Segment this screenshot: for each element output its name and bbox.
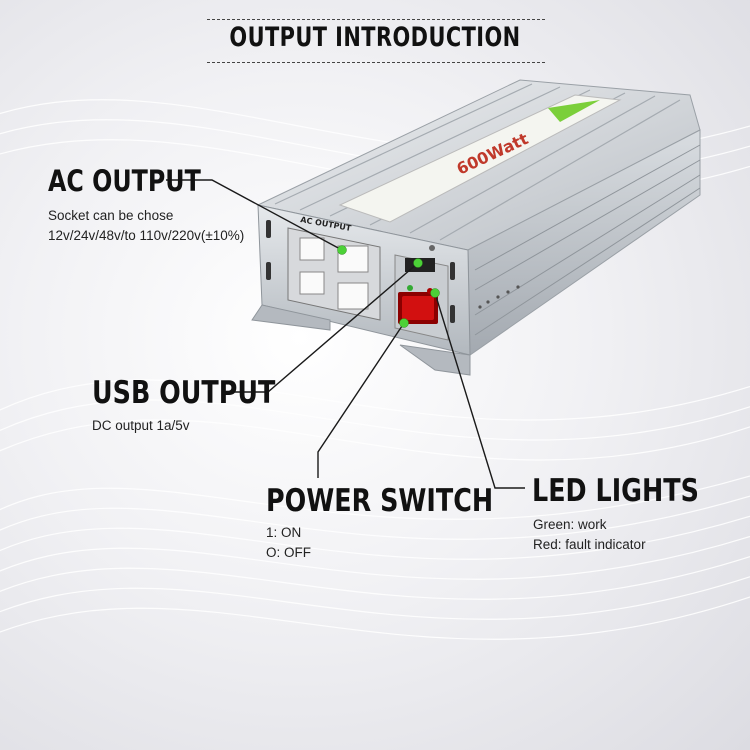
led-lights-title: LED LIGHTS bbox=[532, 473, 699, 509]
ac-output-desc-2: 12v/24v/48v/to 110v/220v(±10%) bbox=[48, 228, 245, 243]
header-divider-bottom bbox=[207, 62, 545, 63]
ac-output-title: AC OUTPUT bbox=[48, 164, 201, 198]
power-switch-desc-2: O: OFF bbox=[266, 545, 311, 560]
page-title: OUTPUT INTRODUCTION bbox=[229, 22, 521, 53]
usb-output-title: USB OUTPUT bbox=[92, 375, 276, 411]
usb-output-desc: DC output 1a/5v bbox=[92, 418, 190, 433]
led-lights-desc-1: Green: work bbox=[533, 517, 607, 532]
power-switch-title: POWER SWITCH bbox=[266, 483, 494, 519]
led-lights-desc-2: Red: fault indicator bbox=[533, 537, 646, 552]
led-green bbox=[407, 285, 413, 291]
inverter-label-sticker bbox=[338, 94, 622, 223]
ac-output-desc-1: Socket can be chose bbox=[48, 208, 174, 223]
led-red bbox=[427, 288, 433, 294]
usb-port bbox=[405, 258, 435, 272]
power-switch-desc-1: 1: ON bbox=[266, 525, 302, 540]
header-divider-top bbox=[207, 19, 545, 20]
